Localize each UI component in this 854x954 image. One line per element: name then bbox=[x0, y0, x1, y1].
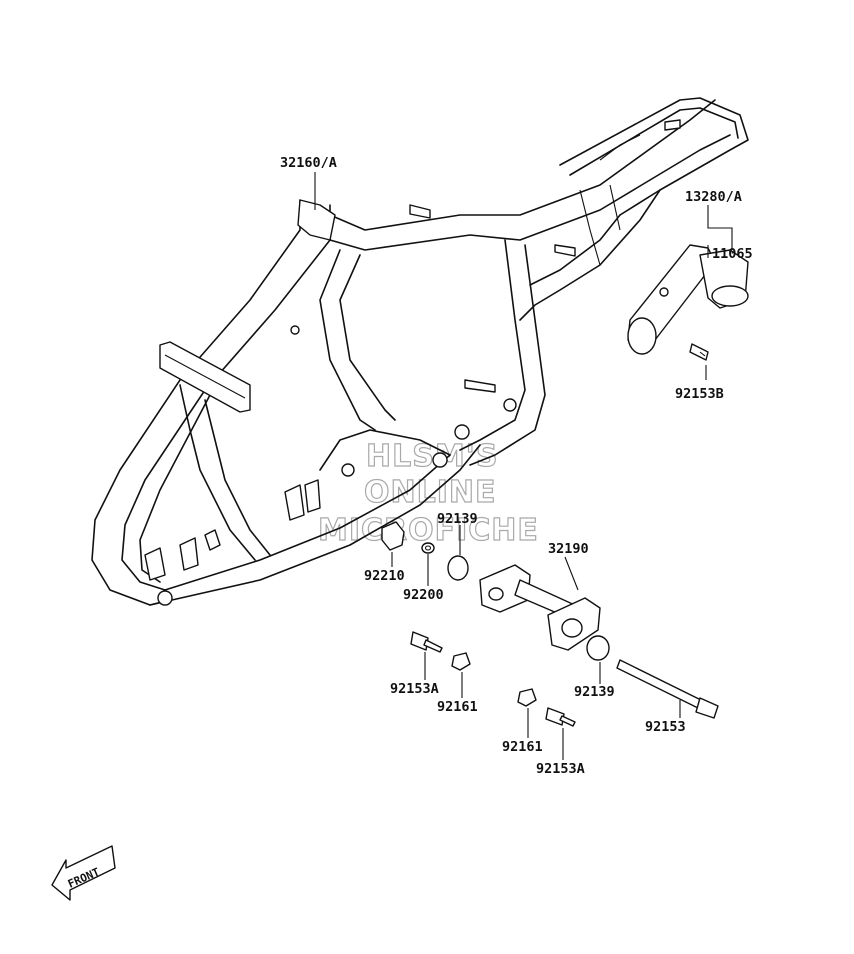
label-92153b: 92153B bbox=[675, 386, 724, 402]
starter-assembly-drawing bbox=[627, 244, 749, 361]
watermark: HLSM'S ONLINE MICROFICHE bbox=[317, 438, 538, 548]
label-92153: 92153 bbox=[645, 719, 686, 735]
front-arrow: FRONT bbox=[51, 845, 116, 901]
callout-labels: 32160/A 13280/A 11065 92153B 92139 32190… bbox=[280, 155, 753, 777]
frame-drawing bbox=[91, 97, 749, 606]
label-92161-right: 92161 bbox=[502, 739, 543, 755]
label-92139-right: 92139 bbox=[574, 684, 615, 700]
label-32190: 32190 bbox=[548, 541, 589, 557]
watermark-line-2: ONLINE bbox=[364, 475, 497, 510]
label-13280a: 13280/A bbox=[685, 189, 742, 205]
label-92200: 92200 bbox=[403, 587, 444, 603]
watermark-line-1: HLSM'S bbox=[366, 439, 498, 474]
leader-lines bbox=[314, 172, 733, 760]
label-92139-left: 92139 bbox=[437, 511, 478, 527]
label-92153a-left: 92153A bbox=[390, 681, 439, 697]
label-92153a-right: 92153A bbox=[536, 761, 585, 777]
label-11065: 11065 bbox=[712, 246, 753, 262]
mount-hardware-drawing bbox=[381, 521, 719, 727]
label-32160a: 32160/A bbox=[280, 155, 337, 171]
label-92210: 92210 bbox=[364, 568, 405, 584]
label-92161-left: 92161 bbox=[437, 699, 478, 715]
